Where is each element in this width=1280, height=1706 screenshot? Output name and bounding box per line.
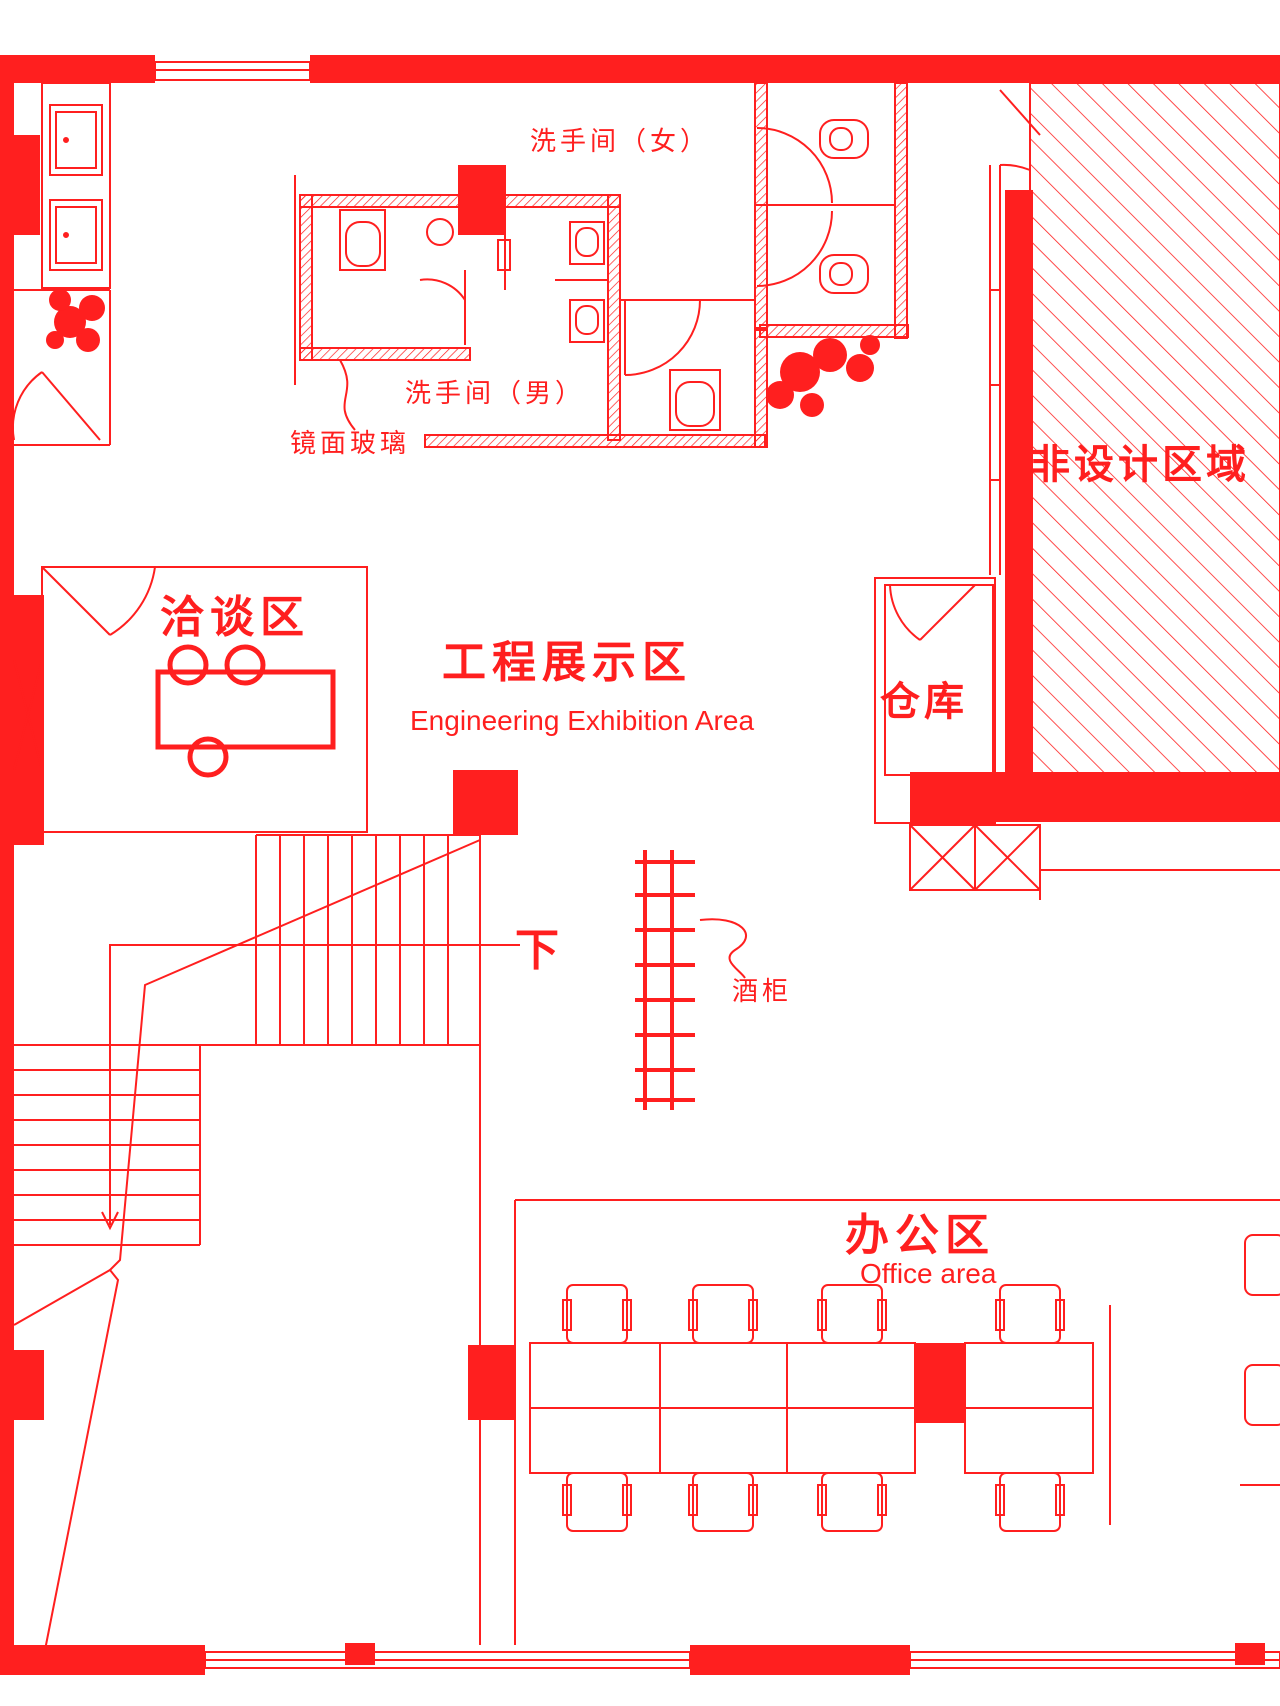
label-stairs-down: 下 (515, 925, 565, 976)
storage-block (874, 577, 1280, 900)
washroom-block (294, 82, 909, 448)
label-exhibition-cn: 工程展示区 (442, 637, 692, 688)
label-washroom-female: 洗手间（女） (530, 127, 710, 157)
label-wine-cabinet: 酒柜 (732, 977, 792, 1007)
non-design-area-block (910, 82, 1280, 822)
mirror-leader (339, 359, 356, 431)
column (453, 770, 518, 835)
label-storage: 仓库 (880, 678, 968, 725)
staircase (13, 834, 520, 1651)
office-room (514, 1199, 1280, 1645)
door-corridor (11, 371, 110, 446)
vanity-sinks (14, 82, 111, 445)
wine-leader (699, 918, 747, 979)
negotiation-room (41, 566, 368, 833)
wine-cabinet-shelf (635, 850, 695, 1110)
label-washroom-male: 洗手间（男） (405, 379, 585, 409)
label-office-cn: 办公区 (845, 1210, 995, 1261)
plant-decoration (46, 289, 105, 352)
label-exhibition-en: Engineering Exhibition Area (410, 705, 754, 736)
label-mirror-glass: 镜面玻璃 (290, 429, 410, 459)
label-negotiation-area: 洽谈区 (160, 592, 310, 643)
label-office-en: Office area (860, 1258, 997, 1289)
label-non-design-area: 非设计区域 (1030, 441, 1250, 488)
outer-walls (0, 55, 1280, 1675)
plant-decoration-2 (766, 335, 880, 417)
windows (13, 61, 1280, 1669)
